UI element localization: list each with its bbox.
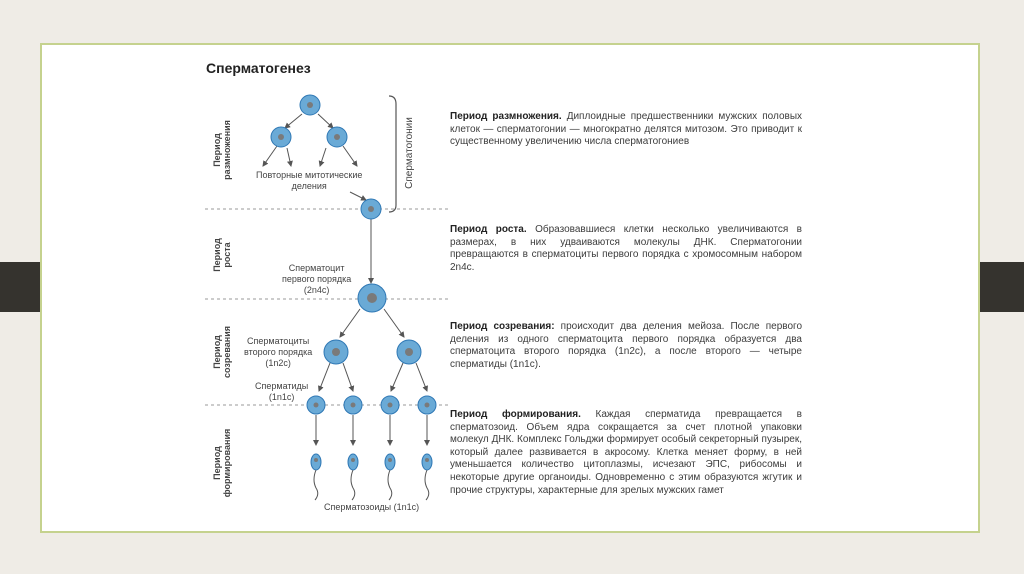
spermatozoon — [311, 454, 321, 500]
period-sozrevanie: Период созревания: происходит два делени… — [450, 321, 802, 371]
spermatozoon — [422, 454, 432, 500]
spermatozoon — [348, 454, 358, 500]
spermatogonia-brace — [389, 96, 396, 212]
period-rost: Период роста. Образовавшиеся клетки неск… — [450, 224, 802, 274]
spermatozoa-group — [311, 454, 432, 500]
period-razmnozhenie: Период размножения. Диплоидные предшеств… — [450, 111, 802, 149]
spermatozoon — [385, 454, 395, 500]
label-spermatogonii: Сперматогонии — [405, 117, 415, 189]
period-formirovanie: Период формирования. Каждая сперматида п… — [450, 409, 802, 497]
label-spermatids: Сперматиды(1n1c) — [255, 381, 308, 403]
label-spermatozoa: Сперматозоиды (1n1c) — [324, 502, 419, 513]
